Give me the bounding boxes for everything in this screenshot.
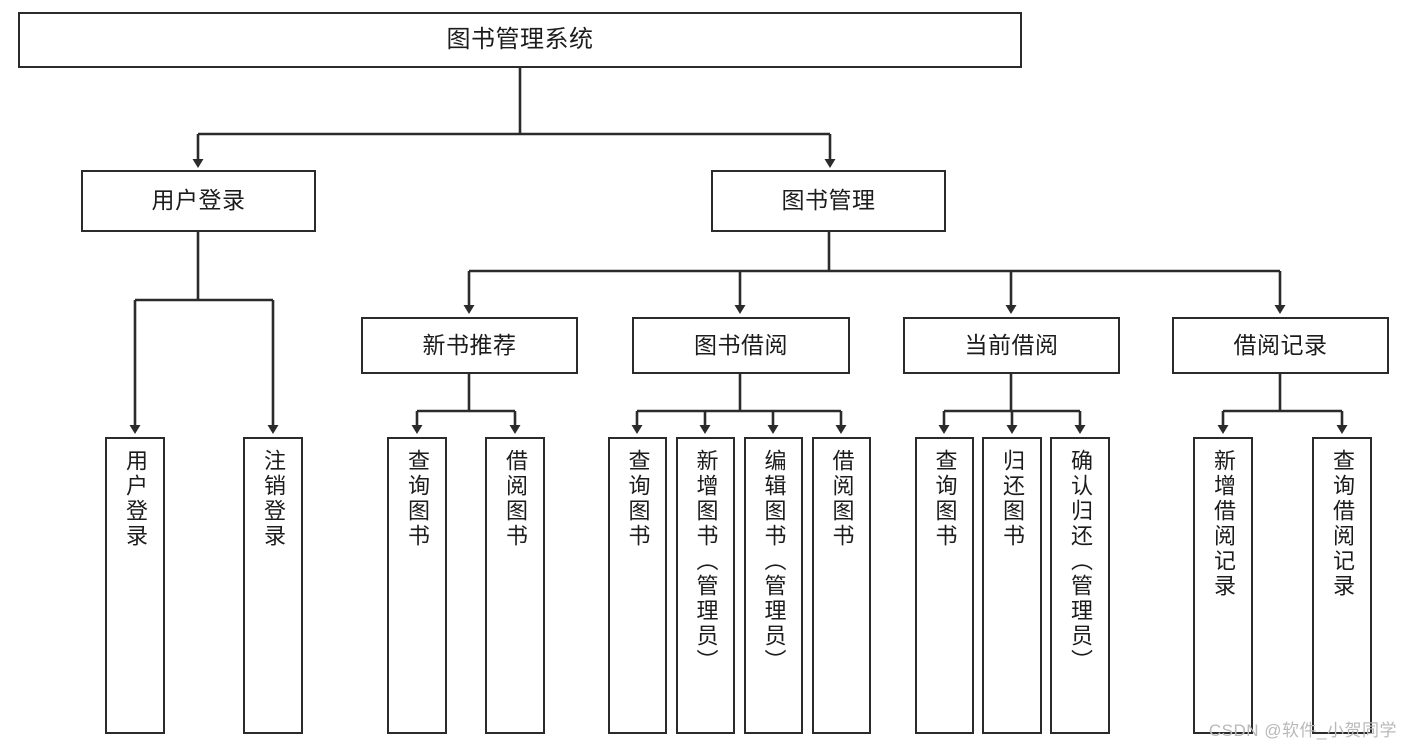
- node-book-manage-label: 图书管理: [781, 187, 876, 214]
- node-leaf-query-borrow-record[interactable]: 查询借阅记录: [1312, 437, 1372, 734]
- node-leaf-edit-book-admin-label: 编辑图书（管理员）: [761, 449, 787, 674]
- node-borrow-record-label: 借阅记录: [1233, 331, 1328, 358]
- node-leaf-add-book-admin-label: 新增图书（管理员）: [693, 449, 719, 674]
- node-book-manage[interactable]: 图书管理: [711, 170, 946, 232]
- node-book-borrow[interactable]: 图书借阅: [632, 317, 850, 374]
- node-leaf-query-book-3-label: 查询图书: [932, 449, 958, 549]
- node-root-label: 图书管理系统: [446, 25, 594, 53]
- node-user-login-label: 用户登录: [151, 187, 246, 214]
- node-leaf-edit-book-admin[interactable]: 编辑图书（管理员）: [744, 437, 803, 734]
- node-leaf-add-borrow-record[interactable]: 新增借阅记录: [1193, 437, 1253, 734]
- node-user-login[interactable]: 用户登录: [81, 170, 316, 232]
- watermark-text: CSDN @软件_小贺同学: [1208, 721, 1397, 740]
- node-leaf-user-login[interactable]: 用户登录: [105, 437, 165, 734]
- node-leaf-confirm-return-admin-label: 确认归还（管理员）: [1068, 449, 1093, 674]
- node-leaf-user-login-label: 用户登录: [123, 449, 148, 549]
- node-new-book-recommend[interactable]: 新书推荐: [361, 317, 578, 374]
- node-leaf-query-book-1-label: 查询图书: [405, 449, 430, 549]
- node-leaf-add-borrow-record-label: 新增借阅记录: [1211, 449, 1236, 599]
- node-leaf-borrow-book-1[interactable]: 借阅图书: [485, 437, 545, 734]
- node-leaf-query-book-2[interactable]: 查询图书: [608, 437, 667, 734]
- node-root[interactable]: 图书管理系统: [18, 12, 1022, 68]
- node-leaf-add-book-admin[interactable]: 新增图书（管理员）: [676, 437, 735, 734]
- node-current-borrow[interactable]: 当前借阅: [903, 317, 1120, 374]
- node-leaf-return-book-label: 归还图书: [1000, 449, 1025, 549]
- node-leaf-query-borrow-record-label: 查询借阅记录: [1330, 449, 1355, 599]
- node-leaf-return-book[interactable]: 归还图书: [982, 437, 1042, 734]
- node-leaf-confirm-return-admin[interactable]: 确认归还（管理员）: [1050, 437, 1110, 734]
- node-borrow-record[interactable]: 借阅记录: [1172, 317, 1389, 374]
- node-new-book-recommend-label: 新书推荐: [422, 331, 517, 358]
- node-current-borrow-label: 当前借阅: [964, 331, 1059, 358]
- node-leaf-query-book-1[interactable]: 查询图书: [387, 437, 447, 734]
- node-leaf-user-logout[interactable]: 注销登录: [243, 437, 303, 734]
- node-leaf-user-logout-label: 注销登录: [261, 449, 286, 549]
- node-leaf-borrow-book-1-label: 借阅图书: [503, 449, 528, 549]
- node-leaf-borrow-book-2-label: 借阅图书: [829, 449, 855, 549]
- node-leaf-query-book-2-label: 查询图书: [625, 449, 651, 549]
- node-book-borrow-label: 图书借阅: [694, 331, 788, 358]
- node-leaf-query-book-3[interactable]: 查询图书: [915, 437, 974, 734]
- node-leaf-borrow-book-2[interactable]: 借阅图书: [812, 437, 871, 734]
